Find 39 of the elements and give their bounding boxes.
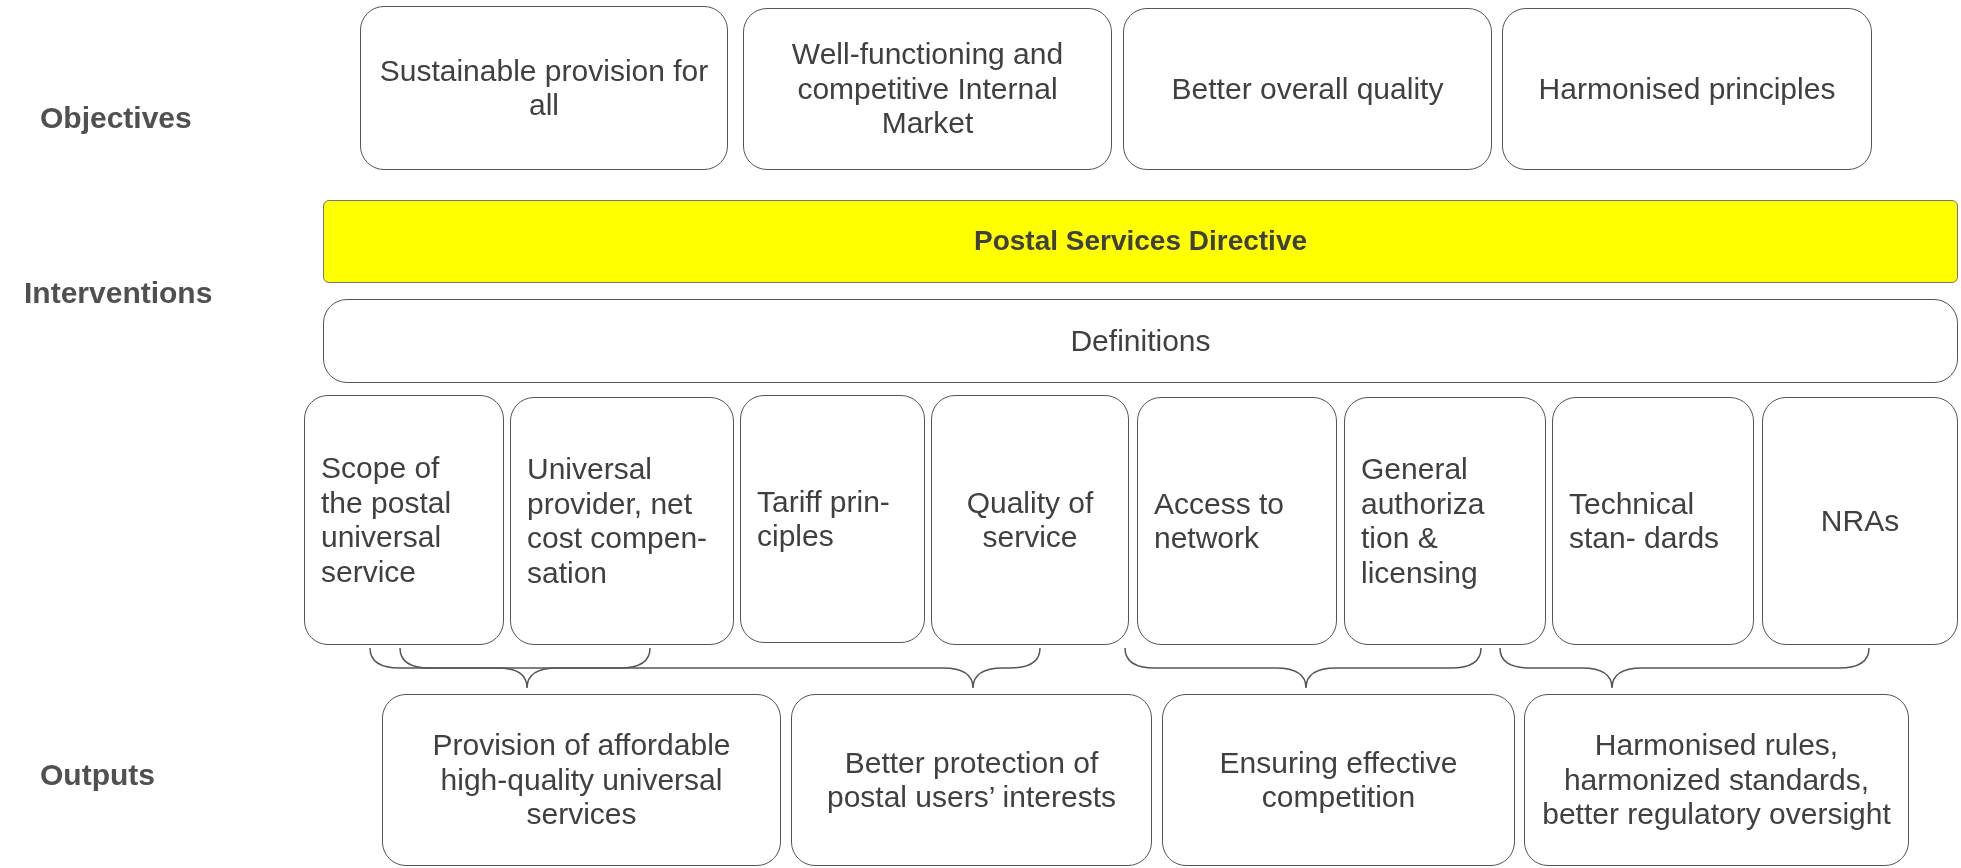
box-text: Universal provider, net cost compen- sation [527, 452, 709, 590]
box-text: Access to network [1154, 486, 1286, 556]
rounded-box [1502, 8, 1872, 170]
highlight-bar [323, 200, 1958, 283]
rounded-box [1123, 8, 1492, 170]
box-text: Harmonised principles [1537, 71, 1837, 107]
box-text: Harmonised rules, harmonized standards, better regulatory oversight [1541, 728, 1892, 832]
row-heading: Interventions [24, 275, 213, 311]
rounded-box [1162, 694, 1515, 866]
box-text: Well-functioning and competitive Internal Market [790, 37, 1065, 141]
rounded-box [931, 395, 1129, 645]
box-text: NRAs [1819, 503, 1901, 539]
box-text: Better overall quality [1170, 71, 1445, 107]
box-text: Quality of service [965, 485, 1095, 555]
rounded-box [743, 8, 1112, 170]
box-text: Sustainable provision for all [378, 53, 710, 123]
rounded-box [304, 395, 504, 645]
rounded-box [1762, 397, 1958, 645]
box-text: Better protection of postal users’ interests [826, 745, 1117, 815]
rounded-box [1137, 397, 1337, 645]
rounded-box [382, 694, 781, 866]
rounded-box [1552, 397, 1754, 645]
box-text: General authoriza tion & licensing [1361, 452, 1486, 590]
row-heading: Outputs [40, 757, 155, 793]
box-text: Definitions [1069, 323, 1212, 359]
rounded-box [323, 299, 1958, 383]
rounded-box [510, 397, 734, 645]
box-text: Technical stan- dards [1569, 486, 1721, 556]
rounded-box [791, 694, 1152, 866]
box-text: Scope of the postal universal service [321, 451, 453, 589]
rounded-box [1344, 397, 1546, 645]
row-heading: Objectives [40, 100, 192, 136]
rounded-box [740, 395, 925, 643]
box-text: Tariff prin- ciples [757, 484, 891, 554]
rounded-box [360, 6, 728, 170]
box-text: Provision of affordable high-quality universal services [431, 728, 732, 832]
rounded-box [1524, 694, 1909, 866]
box-text: Ensuring effective competition [1218, 745, 1459, 815]
box-text: Postal Services Directive [972, 225, 1309, 258]
